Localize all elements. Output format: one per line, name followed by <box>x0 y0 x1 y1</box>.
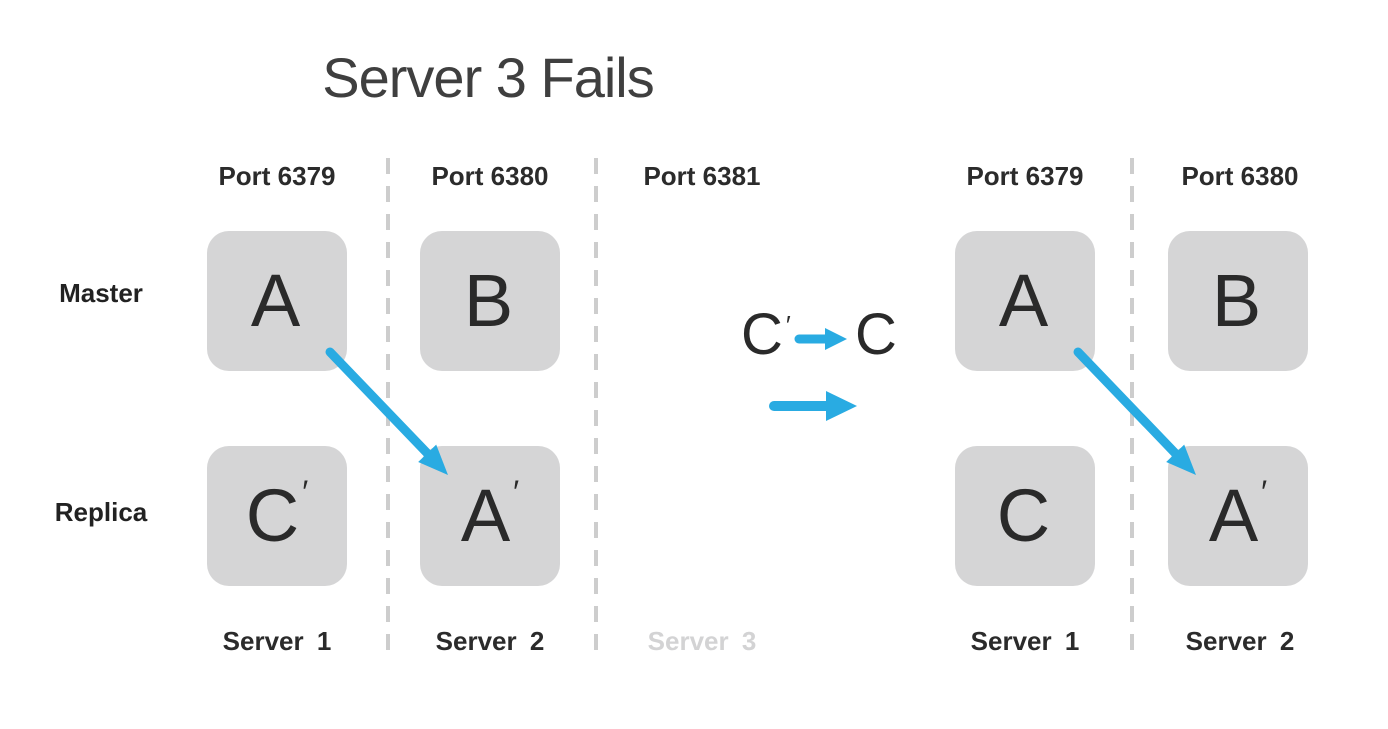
node-letter: B <box>463 259 514 342</box>
node-box-master-a: A <box>207 231 347 371</box>
server-label: Server 1 <box>222 626 332 656</box>
port-label: Port 6380 <box>431 161 549 191</box>
replication-arrow-icon <box>325 347 448 475</box>
transition-from-prime: ′ <box>785 310 791 340</box>
diagram-title: Server 3 Fails <box>322 46 654 109</box>
node-box-master-b: B <box>1168 231 1308 371</box>
node-box-replica-c-prime: C′ <box>207 446 347 586</box>
column-separator <box>594 158 598 656</box>
node-prime: ′ <box>302 474 309 510</box>
port-label: Port 6379 <box>966 161 1084 191</box>
transition-from-letter: C′ <box>741 306 791 364</box>
transition-to-letter: C <box>855 302 897 367</box>
node-box-master-b: B <box>420 231 560 371</box>
node-letter: C <box>245 474 300 557</box>
node-prime: ′ <box>513 474 520 510</box>
state-change-arrow-icon <box>769 391 857 421</box>
node-prime: ′ <box>1261 474 1268 510</box>
port-label: Port 6380 <box>1181 161 1299 191</box>
node-box-replica-a-prime: A′ <box>420 446 560 586</box>
replica-row-label: Replica <box>54 497 148 527</box>
node-letter: A <box>998 259 1049 342</box>
port-label: Port 6381 <box>643 161 761 191</box>
transition-from-base: C <box>741 302 783 367</box>
server-label: Server 2 <box>435 626 545 656</box>
promote-arrow-icon <box>794 328 847 350</box>
server-label-failed: Server 3 <box>647 626 757 656</box>
node-letter: A <box>250 259 301 342</box>
server-label: Server 2 <box>1185 626 1295 656</box>
server-label: Server 1 <box>970 626 1080 656</box>
node-box-replica-c: C <box>955 446 1095 586</box>
node-letter: A <box>460 474 511 557</box>
node-letter: C <box>996 474 1051 557</box>
port-label: Port 6379 <box>218 161 336 191</box>
node-letter: A <box>1208 474 1259 557</box>
node-box-master-a: A <box>955 231 1095 371</box>
replication-arrow-icon <box>1073 347 1196 475</box>
node-letter: B <box>1211 259 1262 342</box>
master-row-label: Master <box>59 278 143 308</box>
